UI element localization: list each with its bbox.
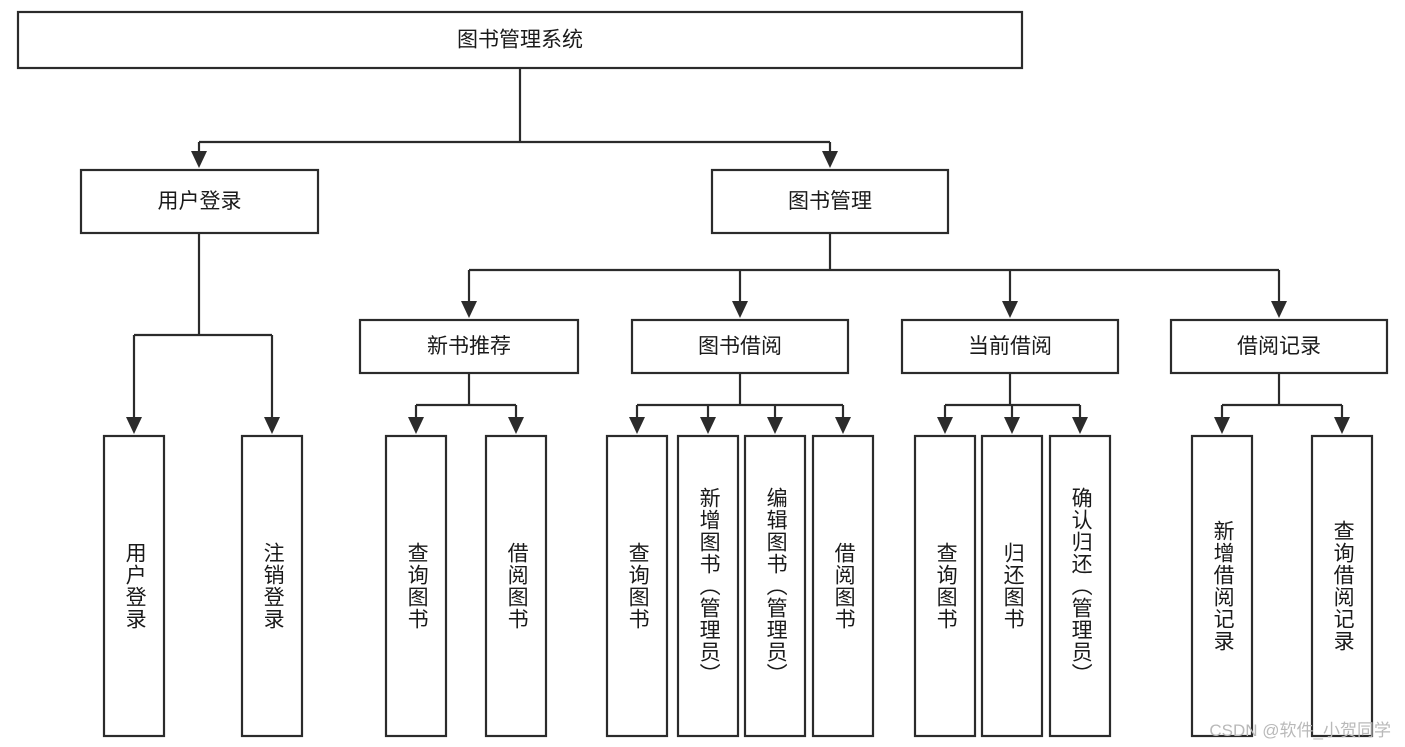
node-box-leaf-borrow-4[interactable] xyxy=(811,434,875,738)
node-box-leaf-cur-2[interactable] xyxy=(980,434,1044,738)
node-box-newbook[interactable] xyxy=(358,318,580,375)
arrow-head-icon xyxy=(1214,417,1230,434)
arrow-head-icon xyxy=(1004,417,1020,434)
arrow-head-icon xyxy=(732,301,748,318)
node-box-leaf-borrow-3[interactable] xyxy=(743,434,807,738)
arrow-head-icon xyxy=(408,417,424,434)
node-box-leaf-new-1[interactable] xyxy=(384,434,448,738)
node-box-leaf-cur-1[interactable] xyxy=(913,434,977,738)
node-box-leaf-borrow-2[interactable] xyxy=(676,434,740,738)
arrow-head-icon xyxy=(835,417,851,434)
node-box-record[interactable] xyxy=(1169,318,1389,375)
node-label-record: 借阅记录 xyxy=(1237,335,1321,358)
arrow-head-icon xyxy=(700,417,716,434)
node-box-leaf-login-2[interactable] xyxy=(240,434,304,738)
arrow-head-icon xyxy=(1072,417,1088,434)
node-label-current: 当前借阅 xyxy=(968,335,1052,358)
node-label-bookmgmt: 图书管理 xyxy=(788,190,872,213)
node-box-root[interactable] xyxy=(16,10,1024,70)
node-box-bookmgmt[interactable] xyxy=(710,168,950,235)
node-label-borrow: 图书借阅 xyxy=(698,335,782,358)
arrow-head-icon xyxy=(264,417,280,434)
node-box-current[interactable] xyxy=(900,318,1120,375)
arrow-head-icon xyxy=(461,301,477,318)
arrow-head-icon xyxy=(629,417,645,434)
connector-layer xyxy=(126,68,1350,434)
arrow-head-icon xyxy=(822,151,838,168)
node-label-root: 图书管理系统 xyxy=(457,29,583,52)
node-box-leaf-borrow-1[interactable] xyxy=(605,434,669,738)
arrow-head-icon xyxy=(767,417,783,434)
node-box-leaf-login-1[interactable] xyxy=(102,434,166,738)
arrow-head-icon xyxy=(1002,301,1018,318)
node-box-leaf-rec-2[interactable] xyxy=(1310,434,1374,738)
arrow-head-icon xyxy=(508,417,524,434)
node-box-leaf-cur-3[interactable] xyxy=(1048,434,1112,738)
node-box-login[interactable] xyxy=(79,168,320,235)
node-box-borrow[interactable] xyxy=(630,318,850,375)
arrow-head-icon xyxy=(1334,417,1350,434)
arrow-head-icon xyxy=(1271,301,1287,318)
node-label-login: 用户登录 xyxy=(158,190,242,213)
node-box-leaf-rec-1[interactable] xyxy=(1190,434,1254,738)
node-label-newbook: 新书推荐 xyxy=(427,335,511,358)
arrow-head-icon xyxy=(126,417,142,434)
arrow-head-icon xyxy=(191,151,207,168)
watermark: CSDN @软件_小贺同学 xyxy=(1209,721,1391,740)
node-box-leaf-new-2[interactable] xyxy=(484,434,548,738)
node-box-layer xyxy=(16,10,1389,738)
arrow-head-icon xyxy=(937,417,953,434)
